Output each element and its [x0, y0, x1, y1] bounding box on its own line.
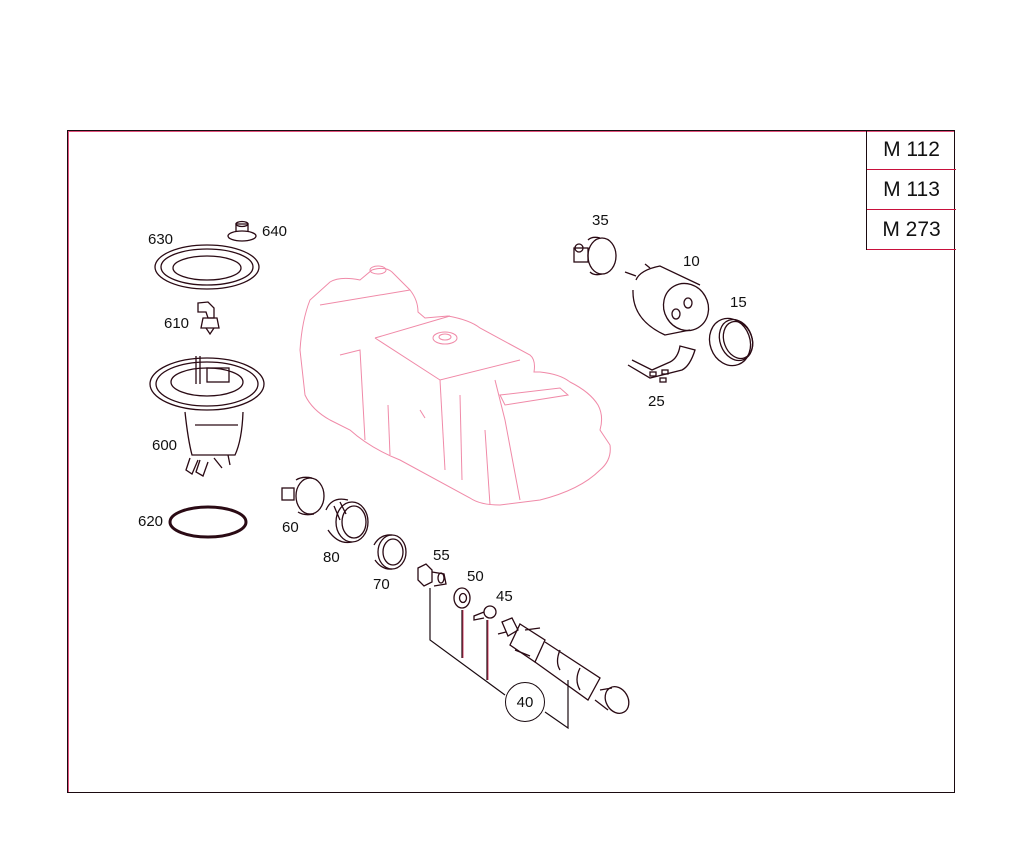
engine-variant-m113[interactable]: M 113: [867, 170, 956, 210]
label-part-25[interactable]: 25: [648, 393, 665, 410]
callout-leader-lines-40: [429, 588, 569, 730]
engine-variant-table: M 112 M 113 M 273: [866, 130, 956, 250]
label-part-15[interactable]: 15: [730, 294, 747, 311]
pump-sleeve-70-drawing: [373, 534, 407, 570]
label-part-60[interactable]: 60: [282, 519, 299, 536]
label-part-45[interactable]: 45: [496, 588, 513, 605]
label-part-35[interactable]: 35: [592, 212, 609, 229]
rubber-mount-80-drawing: [325, 498, 369, 544]
fuel-pump-drawing: [497, 617, 630, 714]
diagram-frame: [67, 130, 955, 793]
label-part-55[interactable]: 55: [433, 547, 450, 564]
label-part-610[interactable]: 610: [164, 315, 190, 332]
callout-leader-accents: [462, 610, 489, 680]
label-part-630[interactable]: 630: [148, 231, 174, 248]
nut-640-drawing: [227, 220, 257, 242]
label-part-640[interactable]: 640: [262, 223, 288, 240]
label-part-80[interactable]: 80: [323, 549, 340, 566]
fuel-filter-10-drawing: [624, 263, 710, 336]
seal-washer-50-drawing: [453, 587, 471, 609]
label-part-70[interactable]: 70: [373, 576, 390, 593]
o-ring-620-drawing: [168, 505, 248, 539]
banjo-fitting-45-drawing: [473, 605, 497, 621]
pump-clamp-60-drawing: [281, 476, 325, 516]
hose-clamp-35-drawing: [573, 236, 617, 276]
label-part-620[interactable]: 620: [138, 513, 164, 530]
fuel-tank-outline: [299, 265, 611, 506]
rubber-ring-15-drawing: [708, 317, 754, 367]
locking-ring-630-drawing: [154, 244, 260, 290]
connector-610-drawing: [197, 301, 220, 336]
label-part-600[interactable]: 600: [152, 437, 178, 454]
engine-variant-m273[interactable]: M 273: [867, 210, 956, 250]
label-part-10[interactable]: 10: [683, 253, 700, 270]
label-part-50[interactable]: 50: [467, 568, 484, 585]
fuel-sender-600-drawing: [149, 356, 265, 477]
callout-part-40[interactable]: 40: [505, 682, 545, 722]
engine-variant-m112[interactable]: M 112: [867, 130, 956, 170]
hollow-bolt-55-drawing: [417, 563, 447, 587]
bracket-25-drawing: [627, 345, 696, 383]
